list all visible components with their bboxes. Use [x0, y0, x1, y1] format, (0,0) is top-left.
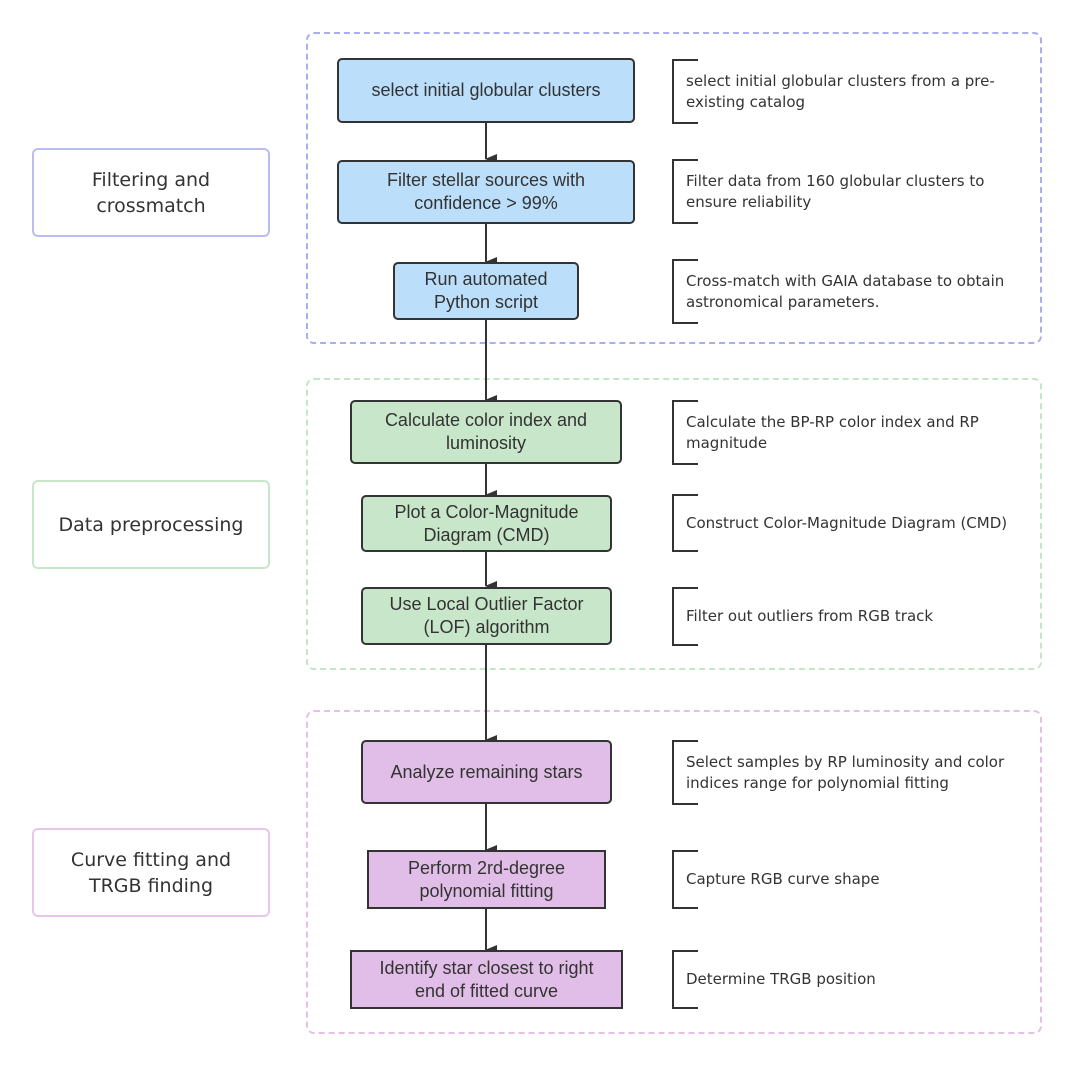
note-select-clusters: select initial globular clusters from a …: [686, 71, 995, 111]
note-polynomial-fitting: Capture RGB curve shape: [686, 870, 880, 888]
step-text: Filter stellar sources with confidence >…: [386, 170, 586, 213]
step-identify-trgb-star: Identify star closest to right end of fi…: [350, 950, 623, 1009]
stage-label-text: Filtering and crossmatch: [91, 168, 211, 217]
stage-frame-curve-fitting: [306, 710, 1042, 1034]
step-filter-sources: Filter stellar sources with confidence >…: [337, 160, 635, 224]
step-polynomial-fitting: Perform 2rd-degree polynomial fitting: [367, 850, 606, 909]
step-text: Plot a Color-Magnitude Diagram (CMD): [394, 501, 579, 545]
step-text: Calculate color index and luminosity: [384, 410, 588, 453]
note-run-script: Cross-match with GAIA database to obtain…: [686, 271, 1005, 311]
note-lof-algorithm: Filter out outliers from RGB track: [686, 607, 934, 625]
step-text: Run automated Python script: [424, 269, 548, 312]
step-plot-cmd: Plot a Color-Magnitude Diagram (CMD): [361, 495, 612, 552]
note-bracket: [672, 740, 698, 805]
stage-frame-preprocessing: [306, 378, 1042, 670]
note-bracket: [672, 950, 698, 1009]
note-bracket: [672, 494, 698, 552]
stage-label-filtering: Filtering and crossmatch: [32, 148, 270, 237]
step-run-script: Run automated Python script: [393, 262, 579, 320]
note-bracket: [672, 159, 698, 224]
step-lof-algorithm: Use Local Outlier Factor (LOF) algorithm: [361, 587, 612, 645]
note-filter-sources: Filter data from 160 globular clusters t…: [686, 171, 985, 211]
stage-frame-filtering: [306, 32, 1042, 344]
step-text: Use Local Outlier Factor (LOF) algorithm: [389, 594, 584, 637]
stage-label-text: Curve fitting and TRGB finding: [70, 848, 232, 897]
note-bracket: [672, 587, 698, 646]
note-calculate-color-index: Calculate the BP-RP color index and RP m…: [686, 412, 979, 452]
note-identify-trgb-star: Determine TRGB position: [686, 970, 876, 988]
step-text: Analyze remaining stars: [390, 761, 583, 782]
note-bracket: [672, 259, 698, 324]
step-text: Identify star closest to right end of fi…: [379, 957, 594, 1001]
step-text: select initial globular clusters: [371, 80, 601, 100]
step-analyze-stars: Analyze remaining stars: [361, 740, 612, 804]
note-plot-cmd: Construct Color-Magnitude Diagram (CMD): [686, 513, 1008, 532]
stage-label-text: Data preprocessing: [58, 513, 244, 536]
note-bracket: [672, 400, 698, 465]
note-bracket: [672, 850, 698, 909]
stage-label-preprocessing: Data preprocessing: [32, 480, 270, 569]
step-text: Perform 2rd-degree polynomial fitting: [407, 857, 566, 901]
note-analyze-stars: Select samples by RP luminosity and colo…: [686, 752, 1005, 792]
note-bracket: [672, 59, 698, 124]
stage-label-curve-fitting: Curve fitting and TRGB finding: [32, 828, 270, 917]
step-calculate-color-index: Calculate color index and luminosity: [350, 400, 622, 464]
step-select-clusters: select initial globular clusters: [337, 58, 635, 123]
